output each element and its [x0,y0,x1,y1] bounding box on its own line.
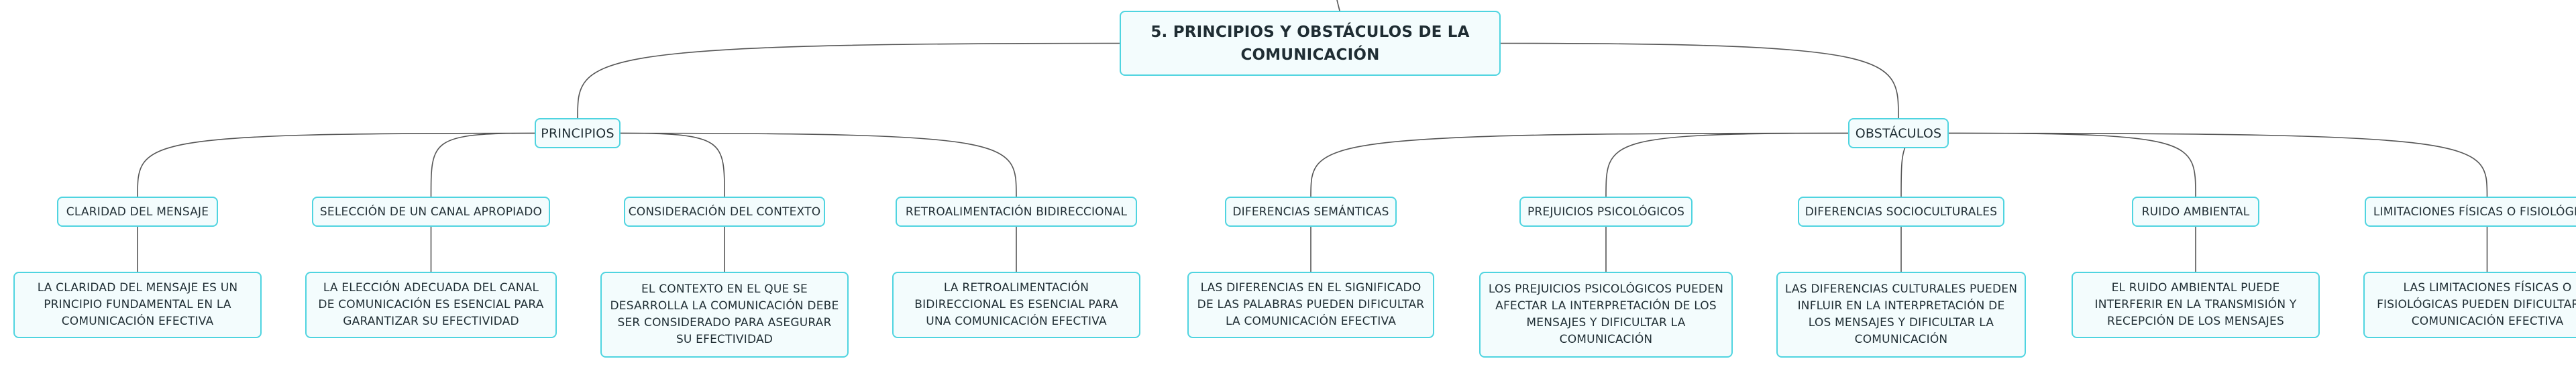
link-root-branch-obstaculos [1500,42,1899,119]
link-root-branch-principios [577,42,1120,119]
topic-seleccion-canal[interactable]: SELECCIÓN DE UN CANAL APROPIADO [312,197,550,227]
detail-ruido-ambiental[interactable]: EL RUIDO AMBIENTAL PUEDE INTERFERIR EN L… [2072,272,2320,338]
topic-diferencias-socioculturales[interactable]: DIFERENCIAS SOCIOCULTURALES [1798,197,2004,227]
link-branch-obstaculos-topic-prejuicios-psicologicos [1605,132,1849,197]
root-top-connector [1336,0,1340,11]
root-topic[interactable]: 5. PRINCIPIOS Y OBSTÁCULOS DE LA COMUNIC… [1120,11,1501,76]
link-branch-principios-topic-seleccion-canal [430,132,535,197]
detail-diferencias-semanticas[interactable]: LAS DIFERENCIAS EN EL SIGNIFICADO DE LAS… [1187,272,1434,338]
link-branch-principios-topic-consideracion-contexto [620,132,725,197]
link-branch-obstaculos-topic-diferencias-semanticas [1310,132,1849,197]
branch-principios[interactable]: PRINCIPIOS [535,118,621,148]
link-branch-principios-topic-claridad-del-mensaje [137,132,535,197]
detail-seleccion-canal[interactable]: LA ELECCIÓN ADECUADA DEL CANAL DE COMUNI… [305,272,557,338]
topic-claridad-del-mensaje[interactable]: CLARIDAD DEL MENSAJE [57,197,218,227]
detail-limitaciones-fisicas[interactable]: LAS LIMITACIONES FÍSICAS O FISIOLÓGICAS … [2363,272,2576,338]
topic-ruido-ambiental[interactable]: RUIDO AMBIENTAL [2132,197,2259,227]
link-branch-obstaculos-topic-limitaciones-fisicas [1948,132,2488,197]
topic-prejuicios-psicologicos[interactable]: PREJUICIOS PSICOLÓGICOS [1519,197,1693,227]
topic-consideracion-contexto[interactable]: CONSIDERACIÓN DEL CONTEXTO [624,197,825,227]
detail-diferencias-socioculturales[interactable]: LAS DIFERENCIAS CULTURALES PUEDEN INFLUI… [1776,272,2026,358]
detail-retroalimentacion[interactable]: LA RETROALIMENTACIÓN BIDIRECCIONAL ES ES… [892,272,1140,338]
detail-consideracion-contexto[interactable]: EL CONTEXTO EN EL QUE SE DESARROLLA LA C… [600,272,849,358]
link-branch-principios-topic-retroalimentacion [620,132,1017,197]
topic-diferencias-semanticas[interactable]: DIFERENCIAS SEMÁNTICAS [1225,197,1397,227]
topic-limitaciones-fisicas[interactable]: LIMITACIONES FÍSICAS O FISIOLÓGICAS [2365,197,2576,227]
branch-obstaculos[interactable]: OBSTÁCULOS [1848,118,1949,148]
link-branch-obstaculos-topic-ruido-ambiental [1948,132,2196,197]
topic-retroalimentacion[interactable]: RETROALIMENTACIÓN BIDIRECCIONAL [896,197,1137,227]
detail-prejuicios-psicologicos[interactable]: LOS PREJUICIOS PSICOLÓGICOS PUEDEN AFECT… [1479,272,1733,358]
detail-claridad-del-mensaje[interactable]: LA CLARIDAD DEL MENSAJE ES UN PRINCIPIO … [13,272,262,338]
